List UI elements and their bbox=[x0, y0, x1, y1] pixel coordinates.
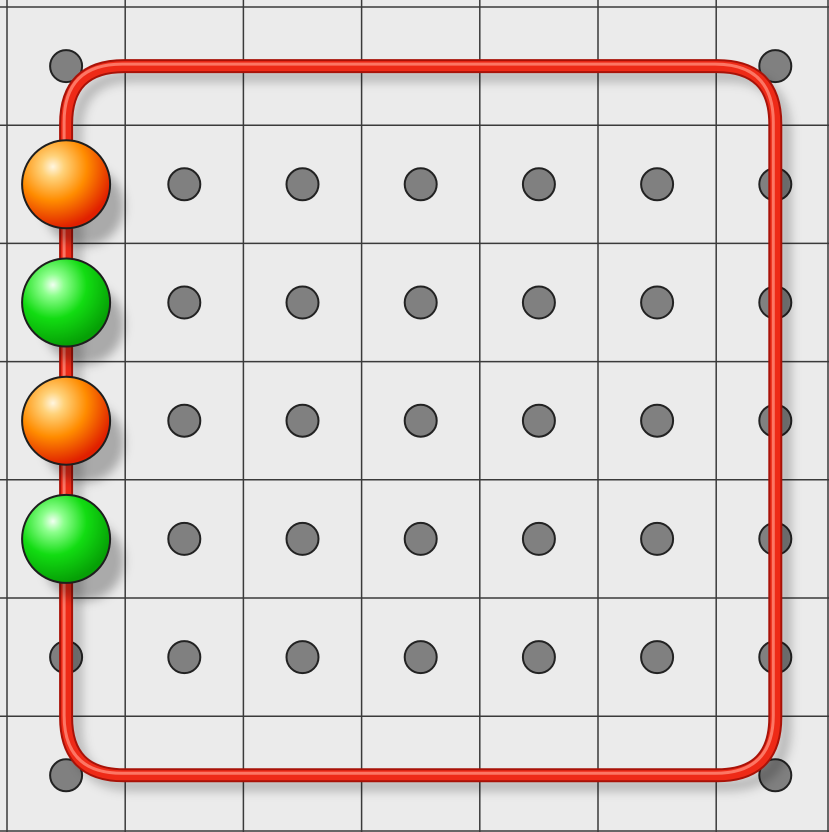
peg-hole bbox=[641, 287, 673, 319]
peg-hole bbox=[168, 641, 200, 673]
peg-hole bbox=[523, 641, 555, 673]
peg-hole bbox=[523, 523, 555, 555]
green-bead bbox=[22, 259, 110, 347]
orange-bead bbox=[22, 140, 110, 228]
peg-hole bbox=[405, 287, 437, 319]
peg-hole bbox=[405, 641, 437, 673]
peg-hole bbox=[287, 405, 319, 437]
peg-hole bbox=[523, 287, 555, 319]
peg-hole bbox=[405, 405, 437, 437]
green-bead bbox=[22, 495, 110, 583]
peg-hole bbox=[641, 641, 673, 673]
peg-hole bbox=[168, 523, 200, 555]
peg-hole bbox=[641, 168, 673, 200]
peg-hole bbox=[287, 168, 319, 200]
peg-hole bbox=[523, 405, 555, 437]
peg-hole bbox=[641, 523, 673, 555]
peg-hole bbox=[287, 287, 319, 319]
peg-hole bbox=[168, 287, 200, 319]
peg-hole bbox=[168, 168, 200, 200]
orange-bead bbox=[22, 377, 110, 465]
peg-hole bbox=[287, 641, 319, 673]
peg-hole bbox=[641, 405, 673, 437]
peg-hole bbox=[405, 168, 437, 200]
peg-hole bbox=[287, 523, 319, 555]
peg-hole bbox=[523, 168, 555, 200]
peg-hole bbox=[405, 523, 437, 555]
peg-hole bbox=[168, 405, 200, 437]
